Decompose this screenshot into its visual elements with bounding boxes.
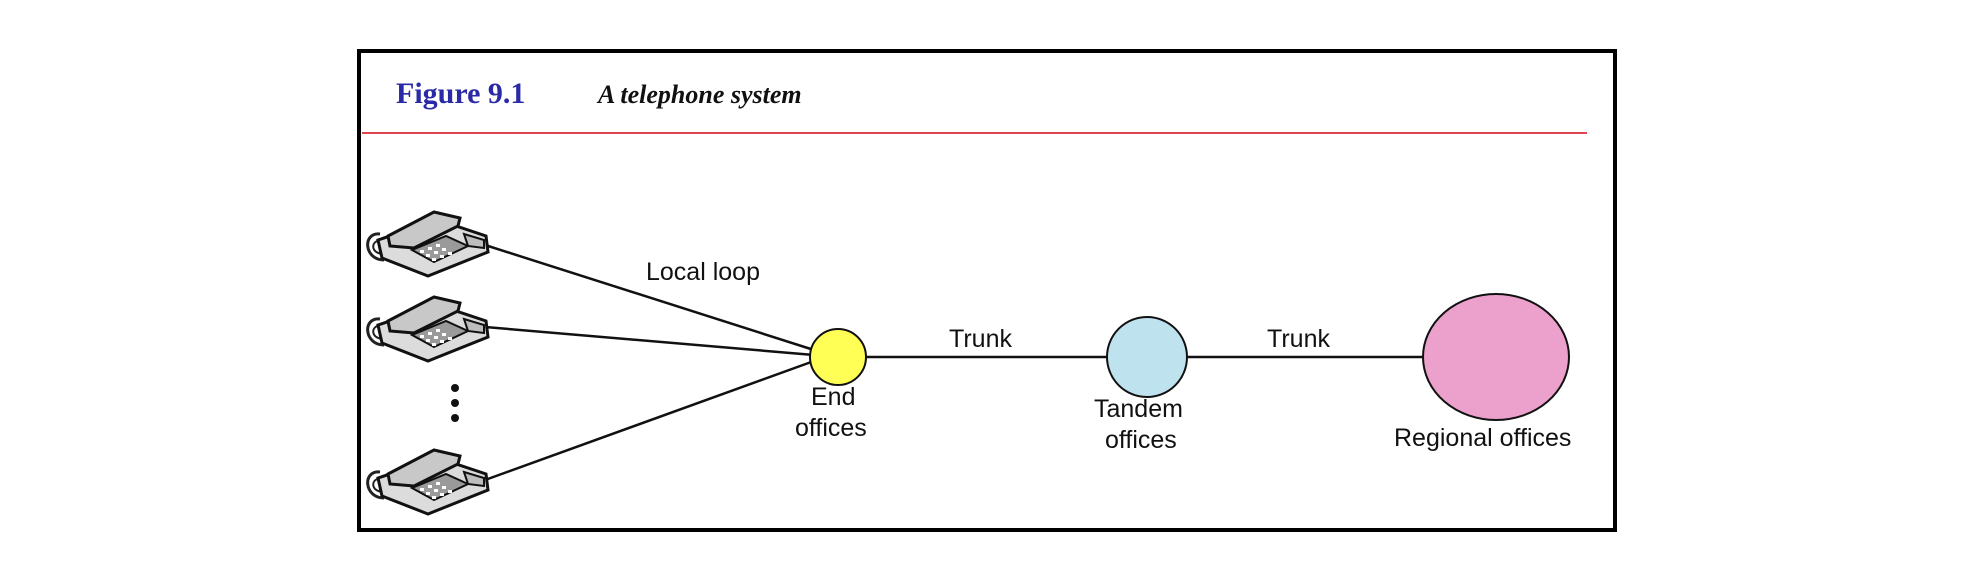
trunk-label-2: Trunk [1267, 325, 1330, 353]
regional-office-label: Regional offices [1394, 424, 1571, 452]
tandem-office-label-line-1: Tandem [1094, 395, 1183, 423]
local-loop-line-2 [484, 325, 815, 357]
local-loop-line-3 [484, 359, 815, 482]
regional-office-node [1422, 293, 1570, 421]
end-office-label-line-2: offices [795, 414, 867, 442]
tandem-office-label-line-2: offices [1105, 426, 1177, 454]
end-office-node [809, 328, 867, 386]
end-office-label-line-1: End [811, 383, 855, 411]
local-loop-label: Local loop [646, 258, 760, 286]
trunk-label-1: Trunk [949, 325, 1012, 353]
vertical-ellipsis [451, 384, 459, 422]
figure-label: Figure 9.1 [396, 77, 525, 110]
tandem-office-node [1106, 316, 1188, 398]
local-loop-lines [484, 243, 815, 482]
local-loop-line-1 [484, 243, 815, 352]
figure-caption: A telephone system [596, 80, 802, 109]
